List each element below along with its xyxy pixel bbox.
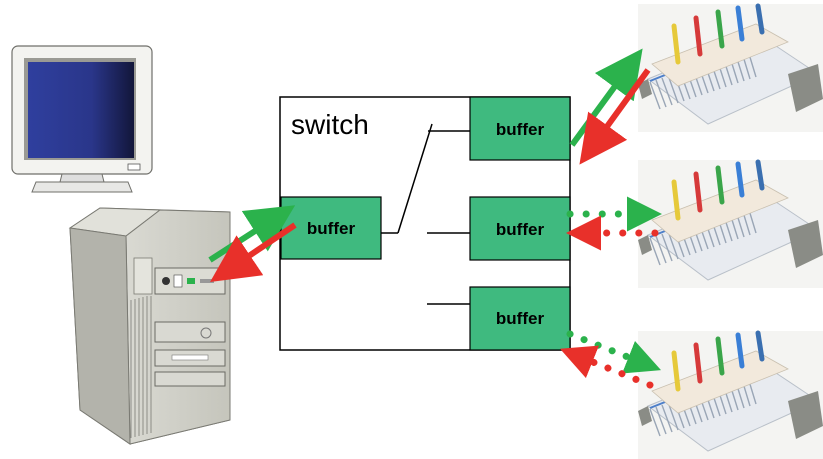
output-buffer-bottom: buffer — [469, 286, 571, 351]
red-dotted-arrow — [560, 345, 654, 389]
pc-link-arrows — [208, 205, 297, 283]
tower-pc-icon — [68, 207, 231, 445]
device-top-link-arrows — [569, 48, 651, 165]
input-buffer: buffer — [280, 196, 382, 260]
terminal-block-icon-top — [637, 3, 823, 132]
switch-wiring — [381, 123, 470, 305]
input-buffer-label: buffer — [307, 219, 356, 238]
terminal-block-icon-middle — [637, 159, 823, 288]
output-buffer-middle: buffer — [469, 196, 571, 261]
output-buffer-bottom-label: buffer — [496, 309, 545, 328]
green-dotted-arrow — [566, 330, 662, 374]
monitor-icon — [11, 45, 153, 193]
red-arrow — [579, 68, 651, 165]
output-buffer-middle-label: buffer — [496, 220, 545, 239]
device-middle-link-arrows — [566, 196, 662, 251]
terminal-block-icon-bottom — [637, 330, 823, 459]
switch-label: switch — [291, 109, 369, 140]
output-buffer-top: buffer — [469, 96, 571, 161]
output-buffer-top-label: buffer — [496, 120, 545, 139]
device-bottom-link-arrows — [560, 330, 662, 389]
red-arrow — [210, 222, 297, 283]
